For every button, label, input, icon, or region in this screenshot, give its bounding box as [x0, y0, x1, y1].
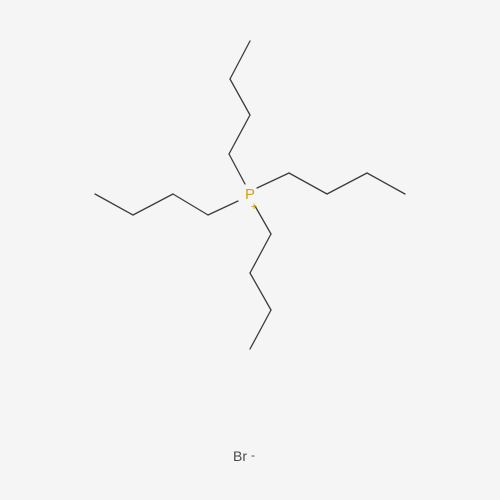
butyl-chain-lower	[249, 205, 272, 350]
bromide-charge: -	[251, 448, 255, 462]
bond	[249, 272, 272, 311]
butyl-chain-upper	[228, 40, 251, 185]
bromide-ion: Br -	[233, 448, 255, 464]
bond	[326, 172, 368, 195]
bond	[172, 193, 209, 216]
bond	[249, 309, 272, 350]
bond	[288, 172, 328, 195]
bromide-symbol: Br	[233, 448, 247, 464]
phosphorus-atom: P +	[245, 186, 257, 213]
bond	[254, 205, 272, 235]
bond	[207, 200, 239, 216]
bond	[132, 193, 174, 216]
butyl-chain-left	[94, 193, 239, 216]
phosphorus-charge: +	[251, 201, 257, 213]
bond	[94, 193, 134, 216]
bond	[229, 40, 251, 80]
phosphorus-symbol: P	[245, 186, 255, 203]
bond	[249, 233, 272, 274]
bond	[256, 172, 290, 189]
bond	[366, 172, 406, 195]
bond	[228, 114, 251, 155]
bond	[229, 78, 251, 116]
butyl-chain-right	[256, 172, 406, 195]
bond	[228, 153, 246, 185]
